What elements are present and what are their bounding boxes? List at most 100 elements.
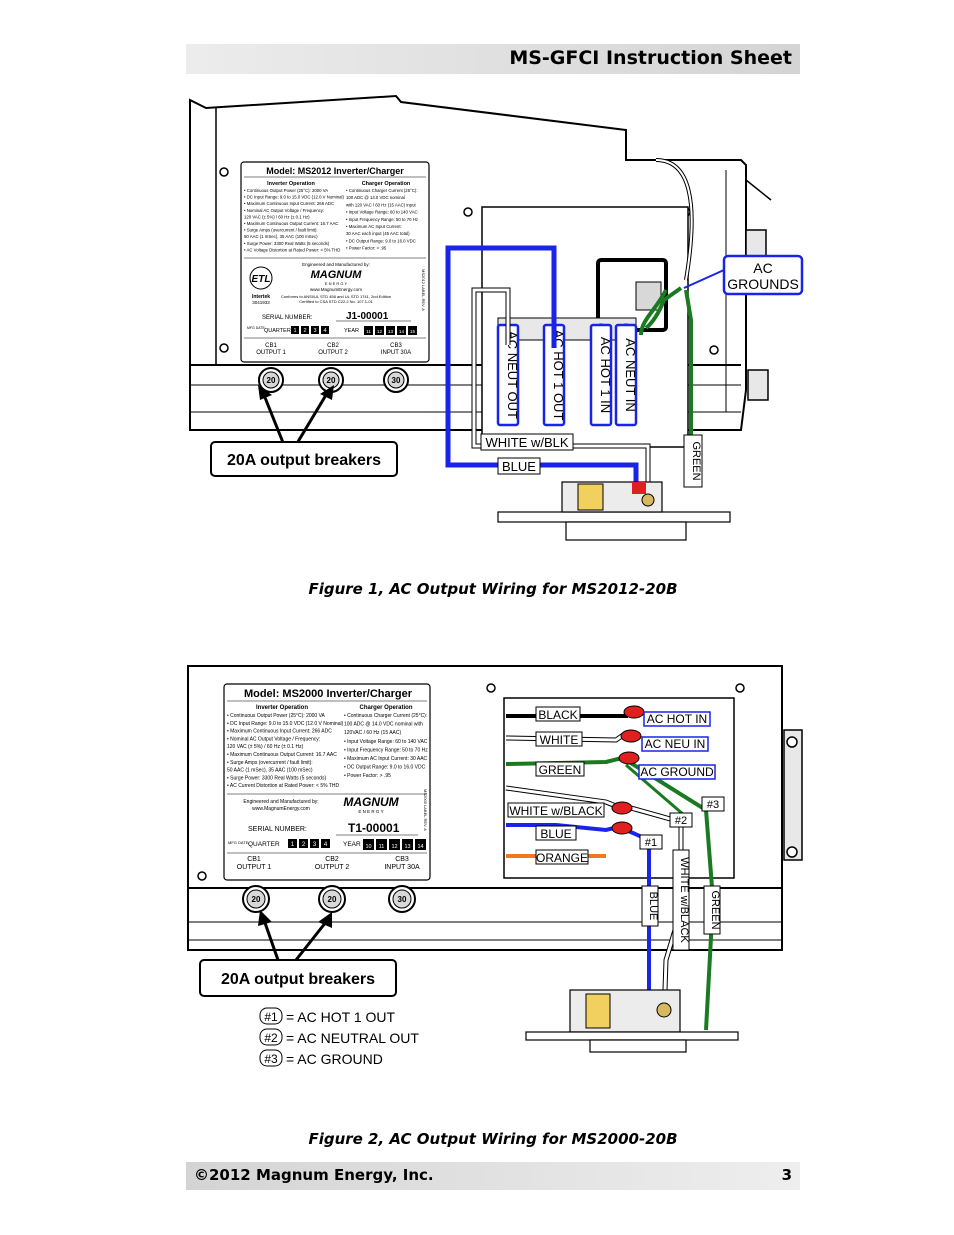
page-number: 3 [781, 1166, 792, 1184]
terminal-text: AC HOT 1 OUT [551, 330, 566, 421]
year-box [364, 326, 373, 335]
label-ac-hot-in: AC HOT IN [643, 711, 711, 727]
year-box-text: 13 [388, 329, 394, 334]
year-box-text: 12 [377, 329, 383, 334]
spec-line: • Continuous Output Power (25°C): 2000 V… [244, 188, 328, 193]
breaker-rating: 20 [328, 895, 337, 904]
label-blue: BLUE [497, 457, 541, 475]
spec-line: • DC Output Range: 9.0 to 16.0 VDC [344, 765, 426, 771]
svg-text:Engineered and Manufactured by: Engineered and Manufactured by: [243, 799, 318, 805]
year-box [415, 839, 426, 850]
svg-text:T1-00001: T1-00001 [348, 821, 400, 835]
legend-text: = AC NEUTRAL OUT [286, 1030, 419, 1046]
quarter-box-text: 1 [291, 842, 295, 848]
breaker-rating: 20 [327, 376, 336, 385]
spec-line: • Maximum Continuous Output Current: 16.… [227, 752, 337, 758]
svg-text:QUARTER: QUARTER [248, 841, 280, 848]
quarter-box-text: 4 [323, 328, 326, 334]
green-output-wire [624, 758, 716, 1031]
cb-name: CB1 [247, 856, 261, 863]
svg-text:ORANGE: ORANGE [536, 851, 588, 865]
label-white: WHITE [535, 731, 583, 747]
figure-2-diagram: Model: MS2000 Inverter/Charger Inverter … [187, 665, 803, 1067]
quarter-box [288, 839, 297, 848]
year-box-text: 14 [417, 844, 423, 850]
year-box-text: 14 [399, 329, 405, 334]
ac-grounds-callout: AC GROUNDS [683, 254, 804, 296]
label-vert-green: GREEN [703, 885, 721, 935]
label-green: GREEN [683, 434, 703, 488]
label-brand: MAGNUM [311, 269, 363, 281]
svg-text:E N E R G Y: E N E R G Y [358, 809, 383, 814]
svg-text:GREEN: GREEN [709, 890, 721, 929]
year-box-text: 11 [366, 329, 371, 334]
quarter-box-text: 2 [303, 328, 306, 334]
terminal-text: AC NEUT IN [623, 338, 638, 411]
svg-text:AC NEU IN: AC NEU IN [645, 737, 706, 751]
breaker-rating: 30 [398, 895, 407, 904]
label-conforms: Conforms to ANSI/UL STD 458 and UL STD 1… [281, 294, 391, 299]
year-box-text: 10 [365, 844, 371, 850]
spec-line: 100 ADC @ 14.0 VDC nominal [346, 195, 405, 200]
spec-line: • Maximum AC Input Current: 30 AAC [344, 756, 428, 762]
spec-line: • DC Input Range: 9.0 to 15.0 VDC (12.0 … [244, 195, 344, 200]
label-certified: Certified to CSA STD C22.2 No. 107.1-01 [299, 299, 373, 304]
svg-text:20A output breakers: 20A output breakers [221, 971, 375, 988]
quarter-box-text: 3 [313, 328, 316, 334]
label-serial: J1-00001 [346, 311, 389, 322]
label-ac-ground: AC GROUND [638, 764, 716, 780]
legend-marker: #2 [264, 1031, 278, 1045]
svg-text:WHITE w/BLK: WHITE w/BLK [485, 435, 568, 450]
quarter-box [311, 326, 319, 334]
svg-text:AC GROUND: AC GROUND [640, 765, 714, 779]
svg-text:#2: #2 [675, 815, 687, 827]
label-year: YEAR [344, 328, 359, 334]
svg-text:Inverter Operation: Inverter Operation [256, 705, 308, 711]
label-model-2: Model: MS2000 Inverter/Charger [244, 688, 413, 700]
svg-text:20A output breakers: 20A output breakers [227, 452, 381, 469]
quarter-box-text: 2 [302, 842, 306, 848]
spec-line: 120VAC / 60 Hz (15 AAC) [344, 730, 401, 736]
svg-text:WHITE w/BLACK: WHITE w/BLACK [509, 804, 602, 818]
breaker-callout: 20A output breakers [210, 385, 398, 477]
spec-line: • Input Voltage Range: 60 to 140 VAC [344, 739, 428, 745]
green-wire [639, 289, 693, 485]
svg-text:WHITE w/BLACK: WHITE w/BLACK [678, 857, 690, 943]
label-quarter: QUARTER [264, 328, 291, 334]
label-white-black: WHITE w/BLACK [507, 802, 605, 818]
terminal-label [614, 323, 638, 427]
year-box-text: 12 [391, 844, 397, 850]
quarter-box [291, 326, 299, 334]
cb-name: CB2 [327, 343, 339, 349]
spec-line: • Power Factor: > .95 [346, 246, 387, 251]
spec-line: 50 AAC (1 mSec), 35 AAC (100 mSec) [227, 768, 313, 774]
label-black: BLACK [535, 706, 581, 722]
svg-text:GREEN: GREEN [690, 441, 702, 480]
cb-desc: OUTPUT 2 [315, 864, 350, 871]
marker-legend: #1= AC HOT 1 OUT#2= AC NEUTRAL OUT#3= AC… [259, 1007, 419, 1067]
label-inverter-heading: Inverter Operation [267, 181, 315, 187]
label-part-no: MS2012 LABEL REV. A [421, 269, 426, 311]
quarter-box [321, 326, 329, 334]
terminal-label [589, 323, 613, 427]
svg-text:AC: AC [753, 260, 772, 276]
footer-copyright: ©2012 Magnum Energy, Inc. [194, 1166, 434, 1184]
ms2000-label-plate: Model: MS2000 Inverter/Charger Inverter … [223, 683, 431, 881]
spec-line: • Surge Amps (overcurrent / fault limit)… [244, 228, 318, 233]
cb-desc: OUTPUT 1 [256, 350, 286, 356]
svg-text:ETL: ETL [252, 274, 271, 285]
year-box-text: 11 [379, 844, 385, 850]
label-white-blk: WHITE w/BLK [480, 433, 574, 451]
label-serial-label: SERIAL NUMBER: [262, 315, 313, 321]
quarter-box [301, 326, 309, 334]
figure-1-caption: Figure 1, AC Output Wiring for MS2012-20… [308, 580, 678, 598]
svg-text:MFG DATE:: MFG DATE: [228, 840, 249, 845]
spec-line: • DC Output Range: 9.0 to 16.0 VDC [346, 238, 416, 243]
spec-line: • Nominal AC Output Voltage / Frequency: [244, 208, 324, 213]
year-box [386, 326, 395, 335]
svg-text:MAGNUM: MAGNUM [343, 795, 399, 809]
spec-line: • Maximum Continuous Input Current: 266 … [227, 729, 332, 735]
year-box [376, 839, 387, 850]
wiring-compartment [503, 697, 735, 879]
label-model: Model: MS2012 Inverter/Charger [266, 166, 404, 176]
